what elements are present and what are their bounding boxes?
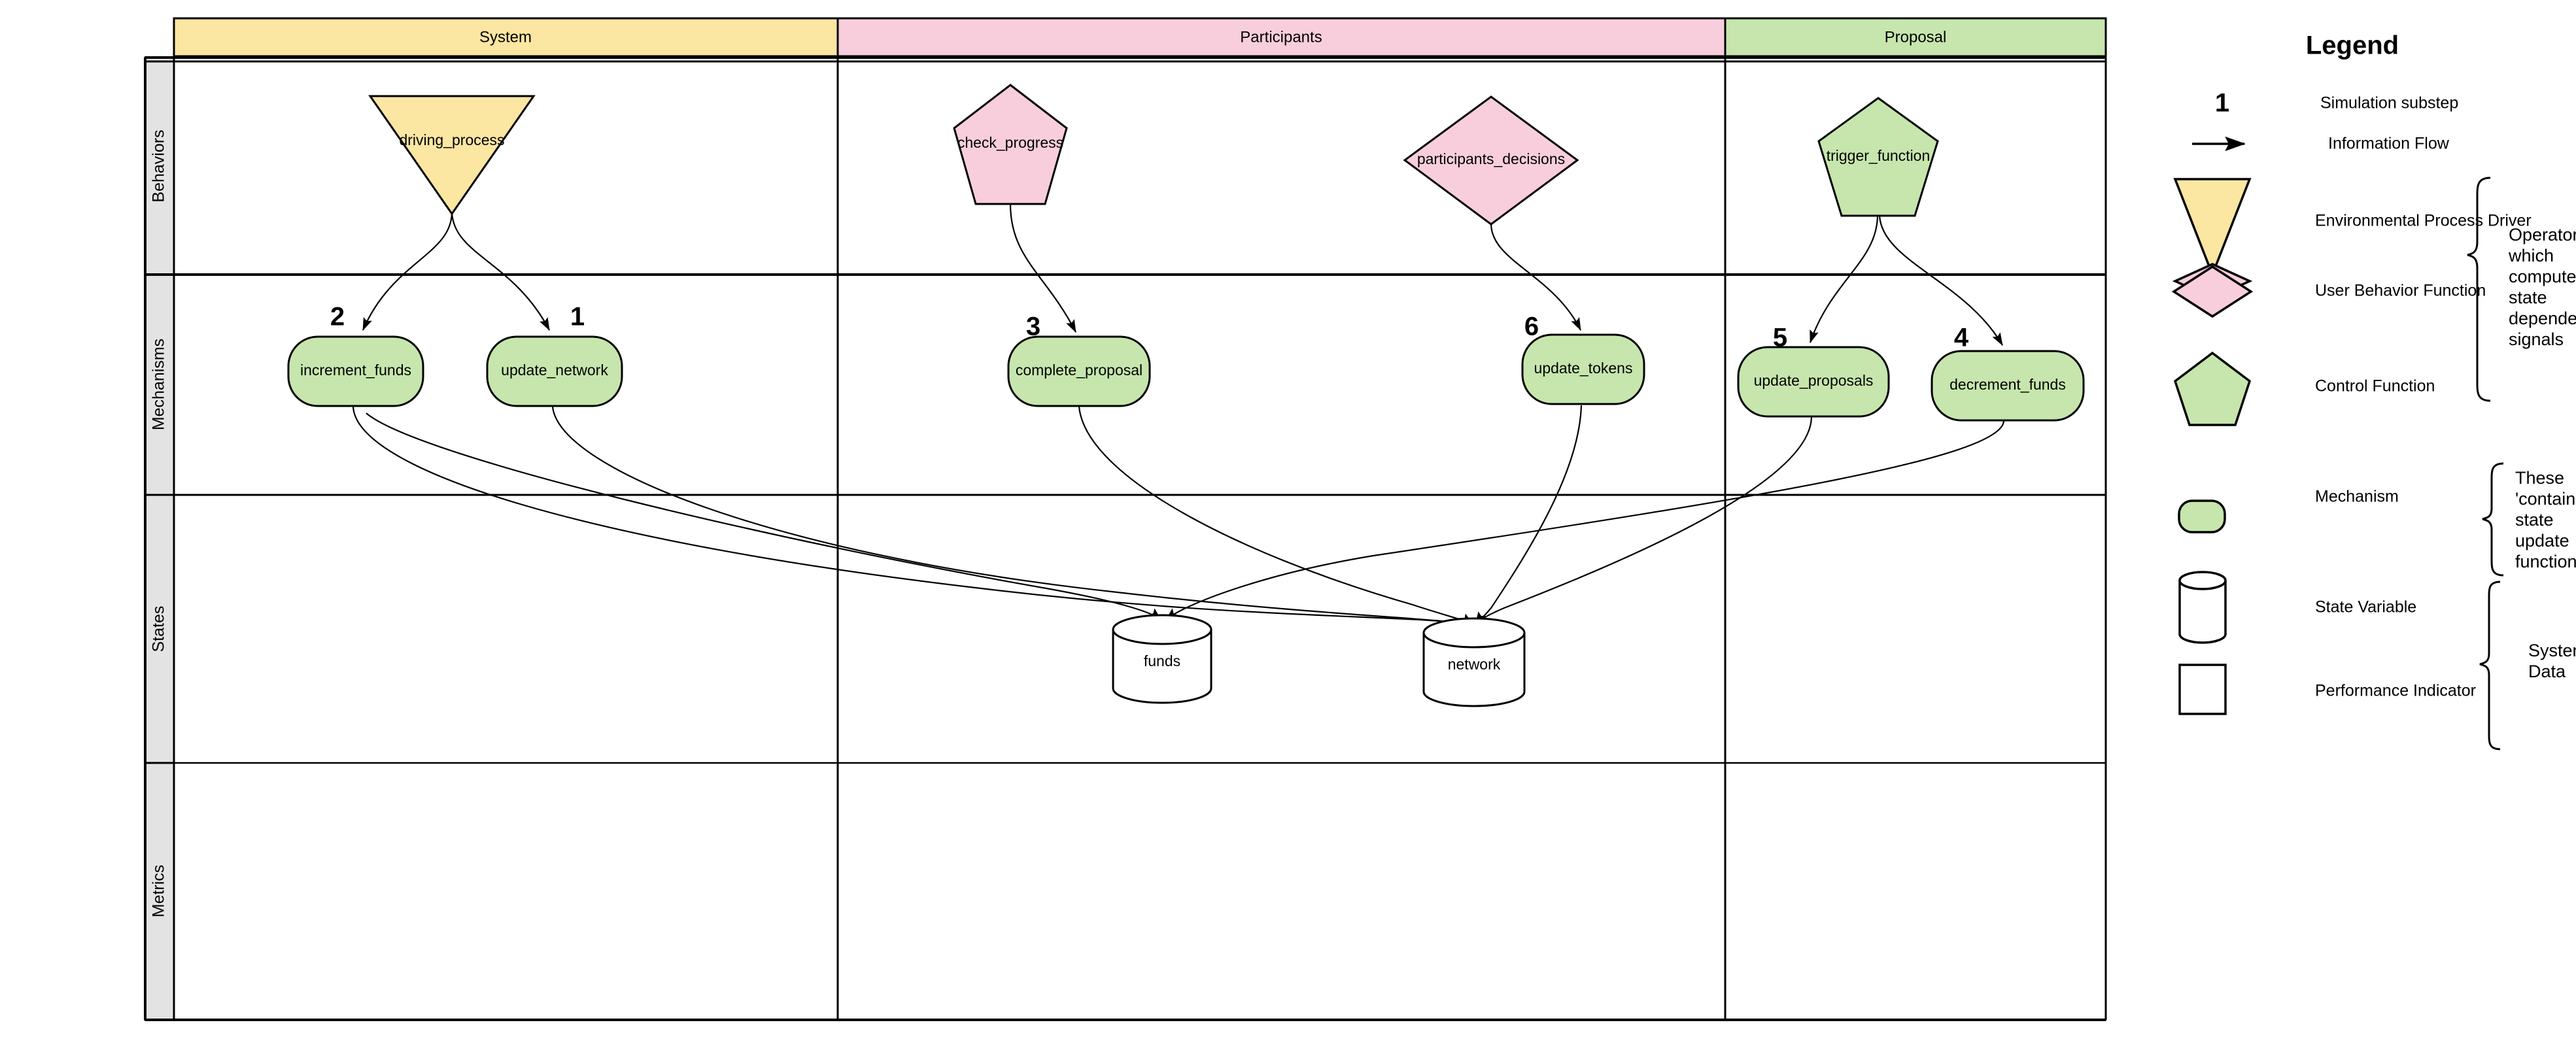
step-number-4: 4 (1954, 324, 1969, 352)
row-label-states: States (150, 606, 168, 652)
edge-increment-funds-to-funds (366, 413, 1161, 620)
edge-update-proposals-to-network (1475, 416, 1813, 625)
legend-item-user-behavior-function-label: User Behavior Function (2315, 282, 2486, 300)
step-number-1: 1 (570, 303, 585, 331)
legend-title: Legend (2306, 31, 2399, 60)
row-label-states-text: States (150, 606, 168, 652)
edge-driving-process-to-update-network (451, 212, 550, 331)
node-participants-decisions-label: participants_decisions (1417, 150, 1565, 167)
legend-item-simulation-substep: 1 Simulation substep (2215, 89, 2458, 118)
node-network[interactable]: network (1422, 617, 1526, 707)
legend-item-performance-indicator-label: Performance Indicator (2315, 682, 2476, 700)
node-complete-proposal[interactable]: complete_proposal 3 (1007, 312, 1151, 407)
step-number-6: 6 (1524, 312, 1539, 341)
node-funds[interactable]: funds (1112, 614, 1212, 704)
column-header-system-label: System (479, 28, 532, 46)
node-trigger-function-label: trigger_function (1827, 147, 1931, 164)
edge-trigger-function-to-update-proposals (1809, 215, 1879, 344)
node-update-network-label: update_network (501, 362, 608, 379)
column-header-proposal: Proposal (1724, 17, 2107, 58)
legend-brace-operators-line-0: Operators (2509, 225, 2576, 245)
edge-decrement-funds-to-funds (1165, 420, 2005, 620)
inverted-triangle-icon (2173, 178, 2252, 278)
legend-item-performance-indicator: Performance Indicator (2178, 664, 2476, 715)
legend-brace-mechanism-line-4: functions (2515, 552, 2576, 571)
node-participants-decisions[interactable]: participants_decisions (1403, 95, 1579, 226)
node-update-tokens-label: update_tokens (1534, 360, 1633, 377)
legend-brace-operators-line-4: dependent (2509, 309, 2576, 328)
row-label-mechanisms-text: Mechanisms (150, 339, 168, 430)
rectangle-icon (2178, 664, 2227, 715)
legend-item-state-variable-label: State Variable (2315, 598, 2416, 616)
column-header-system: System (173, 17, 839, 58)
edge-complete-proposal-to-network (1078, 406, 1473, 625)
legend-brace-mechanism-line-1: 'contain' (2515, 489, 2576, 509)
node-increment-funds[interactable]: increment_funds 2 (287, 303, 424, 407)
row-label-behaviors: Behaviors (150, 129, 168, 202)
node-update-proposals-label: update_proposals (1754, 372, 1874, 389)
legend-brace-mechanism-line-0: These (2515, 468, 2564, 488)
node-driving-process-label: driving_process (399, 131, 504, 148)
step-number-2: 2 (330, 303, 345, 331)
legend-item-mechanism: Mechanism (2178, 488, 2399, 533)
legend-item-mechanism-label: Mechanism (2315, 488, 2399, 506)
edge-check-progress-to-complete-proposal (1009, 203, 1076, 333)
legend-item-environmental-process-driver-label: Environmental Process Driver (2315, 212, 2532, 230)
node-check-progress-label: check_progress (957, 134, 1063, 151)
legend-brace-operators-line-3: state (2509, 288, 2547, 307)
edge-trigger-function-to-decrement-funds (1878, 215, 2003, 346)
edge-increment-funds-to-network (352, 406, 1469, 627)
row-label-metrics: Metrics (150, 865, 168, 918)
column-header-participants: Participants (836, 17, 1726, 58)
swimlane-grid (144, 56, 2107, 1021)
row-label-metrics-text: Metrics (150, 865, 168, 918)
node-update-proposals[interactable]: update_proposals 5 (1737, 324, 1890, 418)
legend-item-control-function: Control Function (2173, 351, 2435, 426)
row-label-mechanisms: Mechanisms (150, 339, 168, 430)
legend: Legend 1 Simulation substep Information … (2171, 31, 2576, 751)
cylinder-icon (2178, 571, 2227, 590)
column-header-participants-label: Participants (1240, 28, 1322, 46)
legend-brace-mechanism-line-3: update (2515, 531, 2569, 550)
legend-item-environmental-process-driver: Environmental Process Driver (2173, 178, 2532, 278)
node-network-label: network (1448, 656, 1501, 673)
row-label-behaviors-text: Behaviors (150, 129, 168, 202)
edge-driving-process-to-increment-funds (362, 212, 453, 331)
legend-item-simulation-substep-label: Simulation substep (2320, 94, 2458, 112)
legend-brace-system-data: System Data (2479, 581, 2576, 751)
column-header-proposal-label: Proposal (1885, 28, 1947, 46)
node-decrement-funds-label: decrement_funds (1949, 376, 2066, 393)
legend-item-user-behavior-function: User Behavior Function (2171, 263, 2486, 318)
node-complete-proposal-label: complete_proposal (1016, 362, 1142, 379)
edge-participants-decisions-to-update-tokens (1490, 224, 1581, 331)
node-update-network[interactable]: update_network 1 (486, 303, 623, 407)
legend-brace-system-data-line-0: System (2528, 641, 2576, 660)
legend-item-information-flow-label: Information Flow (2328, 135, 2450, 153)
edge-update-network-to-network (551, 406, 1471, 627)
legend-item-state-variable: State Variable (2178, 571, 2416, 644)
step-number-5: 5 (1773, 324, 1787, 352)
node-decrement-funds[interactable]: decrement_funds 4 (1931, 324, 2085, 422)
legend-brace-operators-line-1: which (2508, 246, 2554, 265)
node-trigger-function[interactable]: trigger_function (1817, 97, 1939, 217)
legend-brace-mechanism: These 'contain' state update functions (2482, 462, 2576, 577)
legend-brace-mechanism-line-2: state (2515, 510, 2554, 530)
node-funds-label: funds (1144, 652, 1180, 669)
edge-layer (352, 203, 2005, 627)
node-increment-funds-label: increment_funds (300, 362, 411, 379)
step-number-3: 3 (1026, 312, 1040, 341)
diamond-icon-outline (2171, 265, 2254, 318)
pentagon-icon (2173, 351, 2252, 426)
node-update-tokens[interactable]: update_tokens 6 (1521, 312, 1645, 405)
legend-brace-system-data-line-1: Data (2528, 662, 2566, 681)
node-driving-process[interactable]: driving_process (368, 95, 536, 216)
node-check-progress[interactable]: check_progress (953, 84, 1068, 205)
mechanism-icon (2178, 499, 2226, 533)
legend-substep-number: 1 (2215, 89, 2229, 118)
legend-item-information-flow: Information Flow (2192, 135, 2450, 153)
legend-item-control-function-label: Control Function (2315, 377, 2435, 396)
legend-brace-operators-line-5: signals (2509, 329, 2564, 349)
